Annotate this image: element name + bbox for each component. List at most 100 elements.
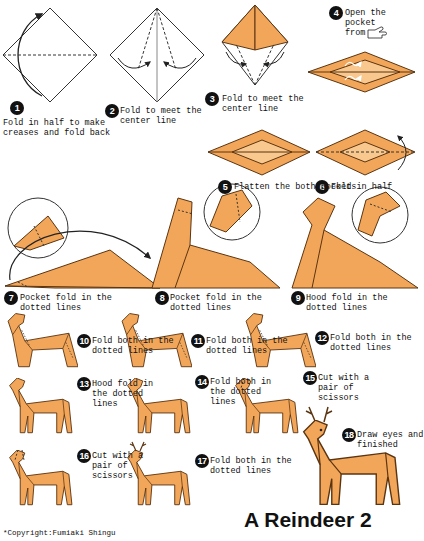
step-number-badge: 3 [205, 92, 219, 106]
step-18-figure-part [320, 429, 323, 432]
step-instruction: Fold in half to make creases and fold ba… [3, 118, 114, 138]
step-number: 18 [344, 430, 353, 440]
step-number: 14 [197, 377, 206, 387]
step-5-figure-part [208, 152, 310, 153]
step-instruction: Fold to meet the center line [120, 106, 206, 126]
step-9-figure-part [358, 192, 400, 236]
step-9-figure [292, 187, 418, 288]
step-10-figure-part [8, 314, 78, 367]
step-instruction: Cut with a pair of scissors [318, 373, 378, 403]
step-7-figure [5, 198, 160, 288]
step-10-figure [8, 314, 78, 367]
step-number-badge: 1 [10, 101, 24, 115]
step-7-figure-part [18, 282, 28, 287]
step-7-figure-part [14, 216, 64, 250]
step-number-badge: 8 [155, 291, 169, 305]
step-3-figure-part [264, 52, 284, 64]
step-4-figure-part [308, 52, 415, 92]
step-2-figure-part [164, 58, 196, 68]
step-2-figure-part [138, 8, 176, 70]
step-18-figure [304, 407, 400, 504]
step-5-figure-part [208, 130, 310, 175]
step-17-figure-part [130, 442, 146, 451]
step-7-figure-part [10, 231, 150, 280]
step-4-figure [308, 52, 415, 92]
step-instruction: Fold both in the dotted lines [206, 336, 292, 356]
step-number: 1 [15, 103, 20, 113]
step-number-badge: 5 [218, 180, 232, 194]
step-6-figure [316, 130, 415, 175]
step-number: 12 [317, 333, 326, 343]
step-number: 16 [79, 451, 88, 461]
step-4-figure-part [345, 76, 361, 80]
step-6-figure-part [316, 152, 415, 153]
step-instruction: Draw eyes and finished [357, 430, 424, 450]
step-5-figure [208, 130, 310, 175]
pointing-hand-icon-part [368, 27, 387, 38]
step-instruction: Fold to meet the center line [222, 94, 308, 114]
step-8-figure-part [236, 194, 240, 222]
step-13-figure-part [10, 378, 72, 433]
step-3-figure [222, 5, 288, 85]
step-number-badge: 2 [105, 104, 119, 118]
step-number-badge: 11 [191, 334, 205, 348]
step-number: 17 [197, 456, 206, 466]
step-number-badge: 16 [77, 449, 91, 463]
step-instruction: Hood fold in the dotted lines [92, 379, 157, 409]
step-9-figure-part [370, 204, 392, 212]
step-number-badge: 17 [195, 454, 209, 468]
step-16-figure-part [15, 450, 24, 460]
step-number-badge: 7 [4, 291, 18, 305]
copyright-note: *Copyright:Fumiaki Shingu [3, 528, 211, 538]
step-number-badge: 4 [329, 6, 343, 20]
step-6-figure-part [398, 136, 406, 170]
step-18-figure-part [306, 407, 332, 422]
step-8-figure-part [204, 184, 260, 240]
step-8-figure [152, 184, 280, 288]
step-7-figure-part [5, 286, 160, 288]
step-number-badge: 9 [291, 291, 305, 305]
step-3-figure-part [226, 52, 246, 64]
pointing-hand-icon [368, 27, 387, 38]
step-1-figure [3, 8, 97, 102]
step-number-badge: 13 [77, 377, 91, 391]
step-2-figure-part [110, 8, 204, 102]
step-number: 13 [79, 379, 88, 389]
step-instruction: Cut with a pair of scissors [92, 451, 152, 481]
step-3-figure-part [255, 5, 288, 50]
step-3-figure-part [222, 5, 255, 50]
step-number: 9 [296, 293, 301, 303]
step-8-figure-part [210, 190, 252, 232]
step-number: 4 [334, 8, 339, 18]
step-number-badge: 18 [342, 428, 356, 442]
step-4-figure-part [308, 72, 415, 73]
step-number: 3 [210, 94, 215, 104]
step-instruction: Hood fold in the dotted lines [306, 293, 392, 313]
step-instruction: Fold both in the dotted lines [210, 456, 296, 476]
step-1-figure-part [3, 55, 97, 56]
step-1-figure-part [3, 8, 97, 102]
step-number: 8 [160, 293, 165, 303]
step-instruction: Fold both in the dotted lines [92, 336, 178, 356]
step-6-figure-part [316, 130, 415, 175]
step-number-badge: 10 [77, 334, 91, 348]
step-4-figure-part [345, 62, 361, 66]
step-7-figure-part [34, 226, 44, 246]
step-1-figure-part [18, 14, 42, 96]
step-2-figure-part [118, 58, 150, 68]
step-8-figure-part [175, 245, 190, 288]
step-number-badge: 15 [303, 371, 317, 385]
step-number: 2 [110, 106, 115, 116]
step-instruction: Pocket fold in the dotted lines [20, 293, 116, 313]
diagram-title: A Reindeer 2 [244, 508, 422, 532]
step-16-figure [10, 450, 72, 505]
step-instruction: Open the pocket from [345, 8, 395, 38]
step-instruction: Pocket fold in the dotted lines [170, 293, 266, 313]
step-9-figure-part [352, 187, 408, 243]
step-9-figure-part [312, 230, 324, 288]
step-3-figure-part [222, 5, 288, 85]
step-number: 10 [79, 336, 88, 346]
step-2-figure-part [157, 8, 158, 102]
step-13-figure [10, 378, 72, 433]
step-16-figure-part [10, 450, 72, 505]
